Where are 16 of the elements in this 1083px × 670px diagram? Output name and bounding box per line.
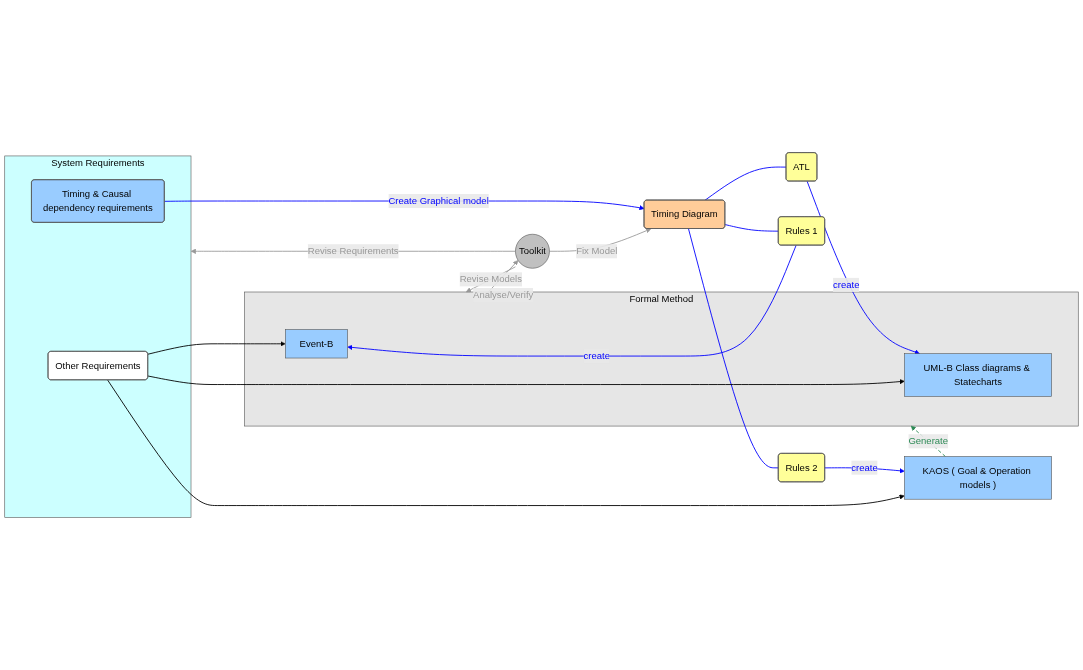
edge-label: create [583, 350, 610, 361]
node-circle: Toolkit [515, 233, 550, 269]
edge-label: Create Graphical model [388, 195, 489, 206]
node-box: Event-B [285, 329, 348, 359]
node-box: KAOS ( Goal & Operation models ) [904, 456, 1052, 500]
connector [704, 166, 787, 201]
connector [688, 228, 779, 469]
edge-label: create [851, 462, 878, 473]
connector [724, 224, 779, 232]
node-box: UML-B Class diagrams & Statecharts [904, 353, 1052, 397]
edge-label: Revise Requirements [307, 245, 399, 256]
edge-label: Generate [908, 435, 949, 447]
edge-label: Analyse/Verify [473, 289, 534, 300]
edge-label: Fix Model [576, 245, 618, 256]
edge-label: Revise Models [459, 274, 522, 285]
edge-label: create [833, 279, 860, 290]
